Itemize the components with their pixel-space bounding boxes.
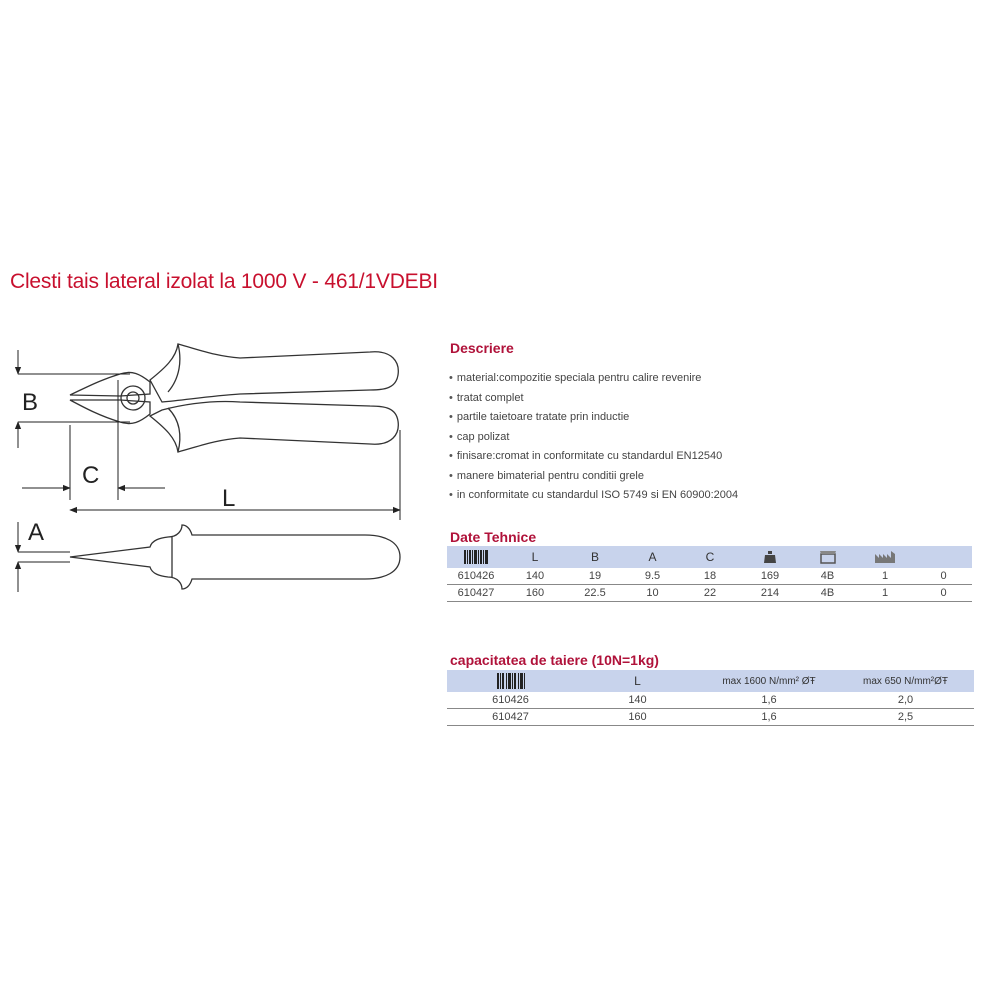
tech-table-header: L B A C bbox=[447, 546, 972, 568]
table-row: 610427 160 22.5 10 22 214 4B 1 0 bbox=[447, 584, 972, 602]
tech-heading: Date Tehnice bbox=[450, 529, 537, 545]
storage-icon bbox=[855, 546, 915, 568]
list-item: finisare:cromat in conformitate cu stand… bbox=[449, 447, 738, 467]
dim-label-l: L bbox=[222, 485, 235, 512]
side-view bbox=[69, 524, 401, 590]
description-list: material:compozitie speciala pentru cali… bbox=[449, 369, 738, 506]
col-max-650: max 650 N/mm²ØŦ bbox=[837, 670, 974, 692]
upper-handle-outline bbox=[149, 343, 399, 403]
col-c: C bbox=[680, 546, 740, 568]
weight-icon bbox=[740, 546, 800, 568]
barcode-icon bbox=[447, 546, 505, 568]
table-row: 610426 140 1,6 2,0 bbox=[447, 692, 974, 709]
list-item: partile taietoare tratate prin inductie bbox=[449, 408, 738, 428]
dim-label-c: C bbox=[82, 462, 99, 489]
capacity-table-header: L max 1600 N/mm² ØŦ max 650 N/mm²ØŦ bbox=[447, 670, 974, 692]
capacity-table: L max 1600 N/mm² ØŦ max 650 N/mm²ØŦ 6104… bbox=[447, 670, 974, 726]
list-item: cap polizat bbox=[449, 428, 738, 448]
dim-label-b: B bbox=[22, 389, 38, 416]
upper-handle-grip bbox=[167, 343, 181, 393]
list-item: material:compozitie speciala pentru cali… bbox=[449, 369, 738, 389]
col-a: A bbox=[625, 546, 680, 568]
barcode-icon bbox=[447, 670, 574, 692]
lower-handle-outline bbox=[148, 400, 399, 453]
list-item: in conformitate cu standardul ISO 5749 s… bbox=[449, 486, 738, 506]
description-heading: Descriere bbox=[450, 340, 514, 356]
pivot bbox=[120, 385, 146, 411]
col-max-1600: max 1600 N/mm² ØŦ bbox=[701, 670, 837, 692]
col-l: L bbox=[505, 546, 565, 568]
packaging-icon bbox=[800, 546, 855, 568]
capacity-heading: capacitatea de taiere (10N=1kg) bbox=[450, 652, 659, 668]
dim-label-a: A bbox=[28, 519, 44, 546]
list-item: manere bimaterial pentru conditii grele bbox=[449, 467, 738, 487]
list-item: tratat complet bbox=[449, 389, 738, 409]
tech-table: L B A C 610426 140 bbox=[447, 546, 972, 602]
table-row: 610427 160 1,6 2,5 bbox=[447, 708, 974, 726]
page-title: Clesti tais lateral izolat la 1000 V - 4… bbox=[10, 270, 438, 293]
col-b: B bbox=[565, 546, 625, 568]
pliers-technical-drawing: B C L A bbox=[14, 343, 401, 592]
upper-jaw bbox=[69, 371, 151, 397]
lower-handle-grip bbox=[167, 407, 181, 453]
col-l: L bbox=[574, 670, 701, 692]
lower-jaw bbox=[69, 399, 151, 425]
table-row: 610426 140 19 9.5 18 169 4B 1 0 bbox=[447, 568, 972, 585]
